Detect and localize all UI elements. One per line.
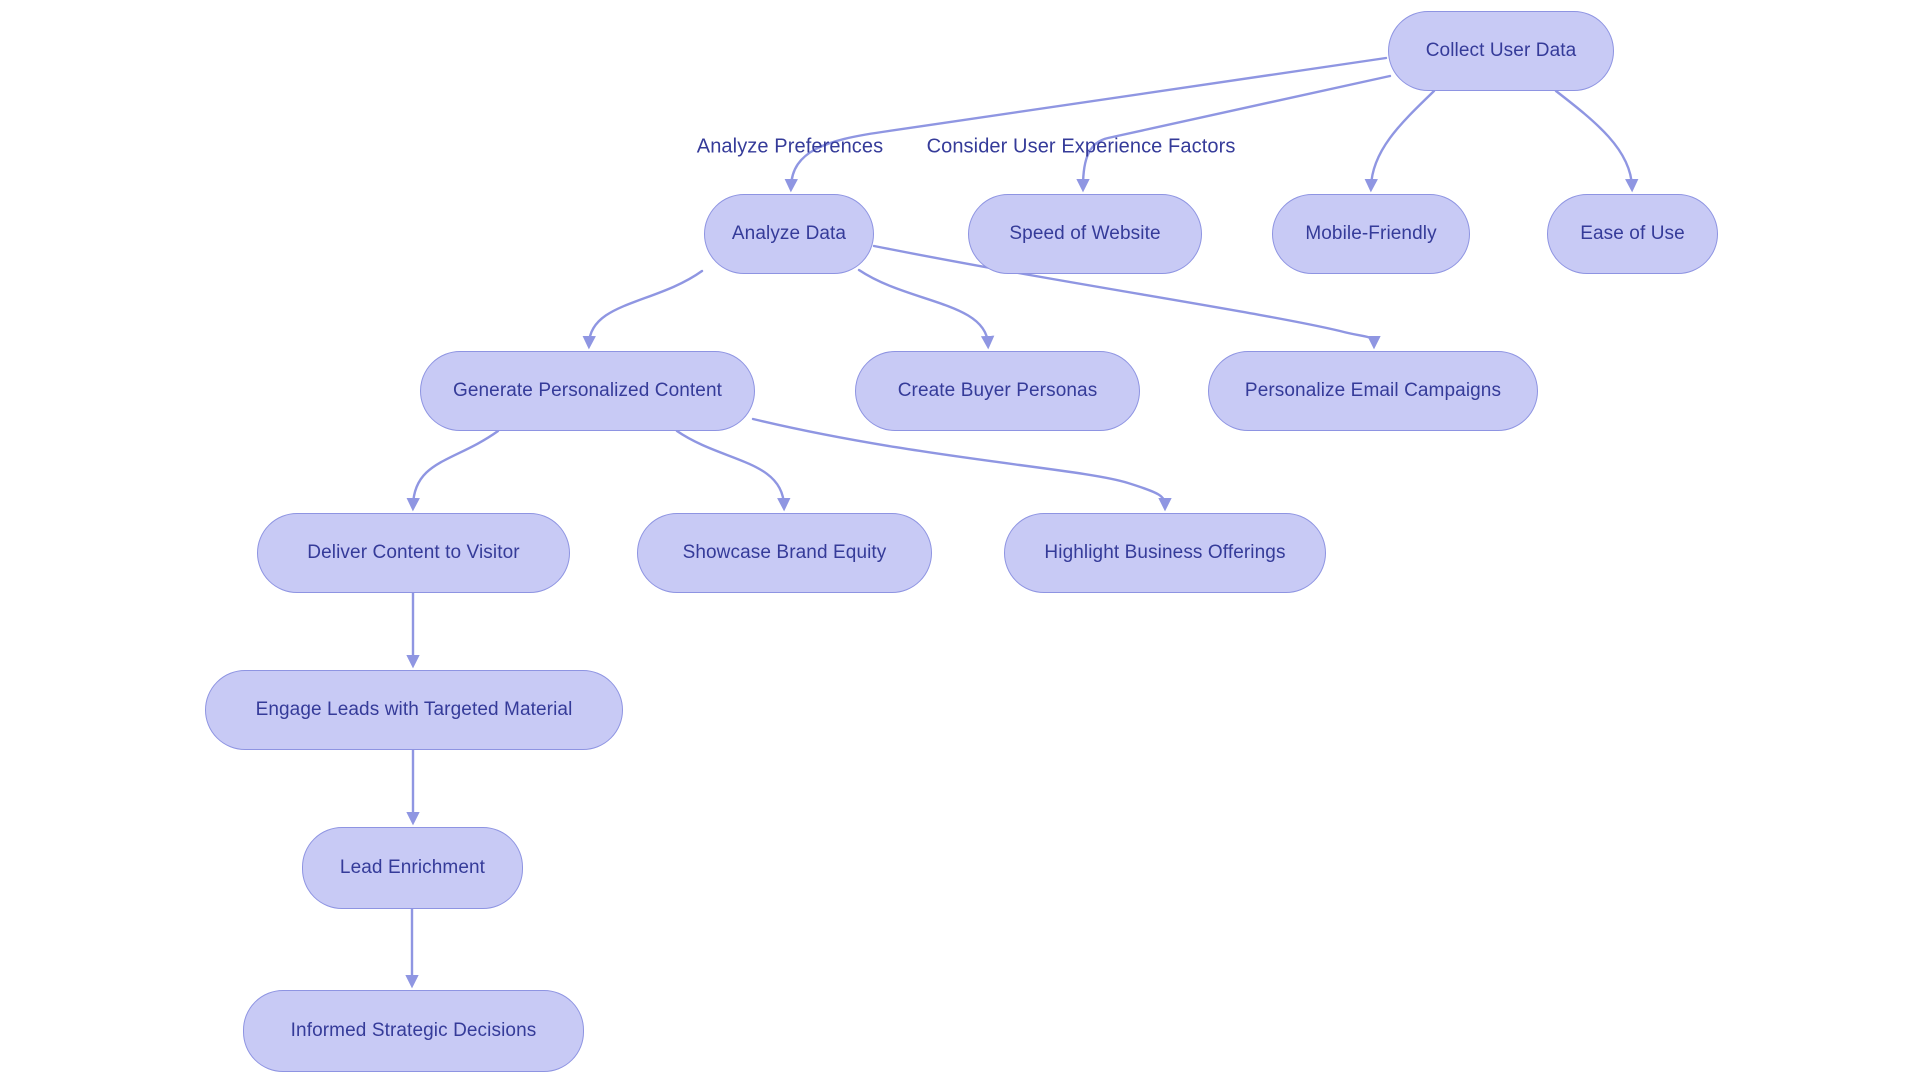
edge-analyze-data--create-buyer-personas <box>857 268 995 350</box>
node-label: Informed Strategic Decisions <box>290 1020 537 1041</box>
node-label: Lead Enrichment <box>339 857 486 878</box>
edge-collect-user-data--ease-of-use <box>1554 89 1639 193</box>
edge-collect-user-data--analyze-data <box>784 56 1388 193</box>
node-mobile-friendly[interactable]: Mobile-Friendly <box>1272 194 1470 274</box>
node-showcase-brand-equity[interactable]: Showcase Brand Equity <box>637 513 932 593</box>
node-label: Collect User Data <box>1425 40 1577 61</box>
node-label: Analyze Data <box>731 223 847 244</box>
node-speed-of-website[interactable]: Speed of Website <box>968 194 1202 274</box>
node-highlight-business-offerings[interactable]: Highlight Business Offerings <box>1004 513 1326 593</box>
node-label: Generate Personalized Content <box>452 380 723 401</box>
node-label: Create Buyer Personas <box>897 380 1098 401</box>
node-generate-personalized-content[interactable]: Generate Personalized Content <box>420 351 755 431</box>
node-label: Highlight Business Offerings <box>1044 542 1286 563</box>
edge-collect-user-data--mobile-friendly <box>1364 89 1436 193</box>
edge-generate-personalized-content--highlight-business-offerings <box>751 417 1172 512</box>
node-label: Speed of Website <box>1009 223 1161 244</box>
node-deliver-content-to-visitor[interactable]: Deliver Content to Visitor <box>257 513 570 593</box>
node-label: Ease of Use <box>1580 223 1685 244</box>
node-label: Engage Leads with Targeted Material <box>255 699 573 720</box>
node-engage-leads-with-targeted-material[interactable]: Engage Leads with Targeted Material <box>205 670 623 750</box>
node-collect-user-data[interactable]: Collect User Data <box>1388 11 1614 91</box>
edge-collect-user-data--speed-of-website <box>1076 74 1392 193</box>
edge-generate-personalized-content--showcase-brand-equity <box>675 429 791 512</box>
node-personalize-email-campaigns[interactable]: Personalize Email Campaigns <box>1208 351 1538 431</box>
node-label: Personalize Email Campaigns <box>1244 380 1502 401</box>
node-informed-strategic-decisions[interactable]: Informed Strategic Decisions <box>243 990 584 1072</box>
node-label: Mobile-Friendly <box>1305 223 1437 244</box>
node-lead-enrichment[interactable]: Lead Enrichment <box>302 827 523 909</box>
node-label: Deliver Content to Visitor <box>307 542 520 563</box>
edge-analyze-data--generate-personalized-content <box>582 269 704 350</box>
node-label: Showcase Brand Equity <box>682 542 887 563</box>
node-analyze-data[interactable]: Analyze Data <box>704 194 874 274</box>
node-ease-of-use[interactable]: Ease of Use <box>1547 194 1718 274</box>
edge-label: Consider User Experience Factors <box>926 135 1236 158</box>
edge-label: Analyze Preferences <box>696 135 884 158</box>
node-create-buyer-personas[interactable]: Create Buyer Personas <box>855 351 1140 431</box>
edge-generate-personalized-content--deliver-content-to-visitor <box>406 429 500 512</box>
